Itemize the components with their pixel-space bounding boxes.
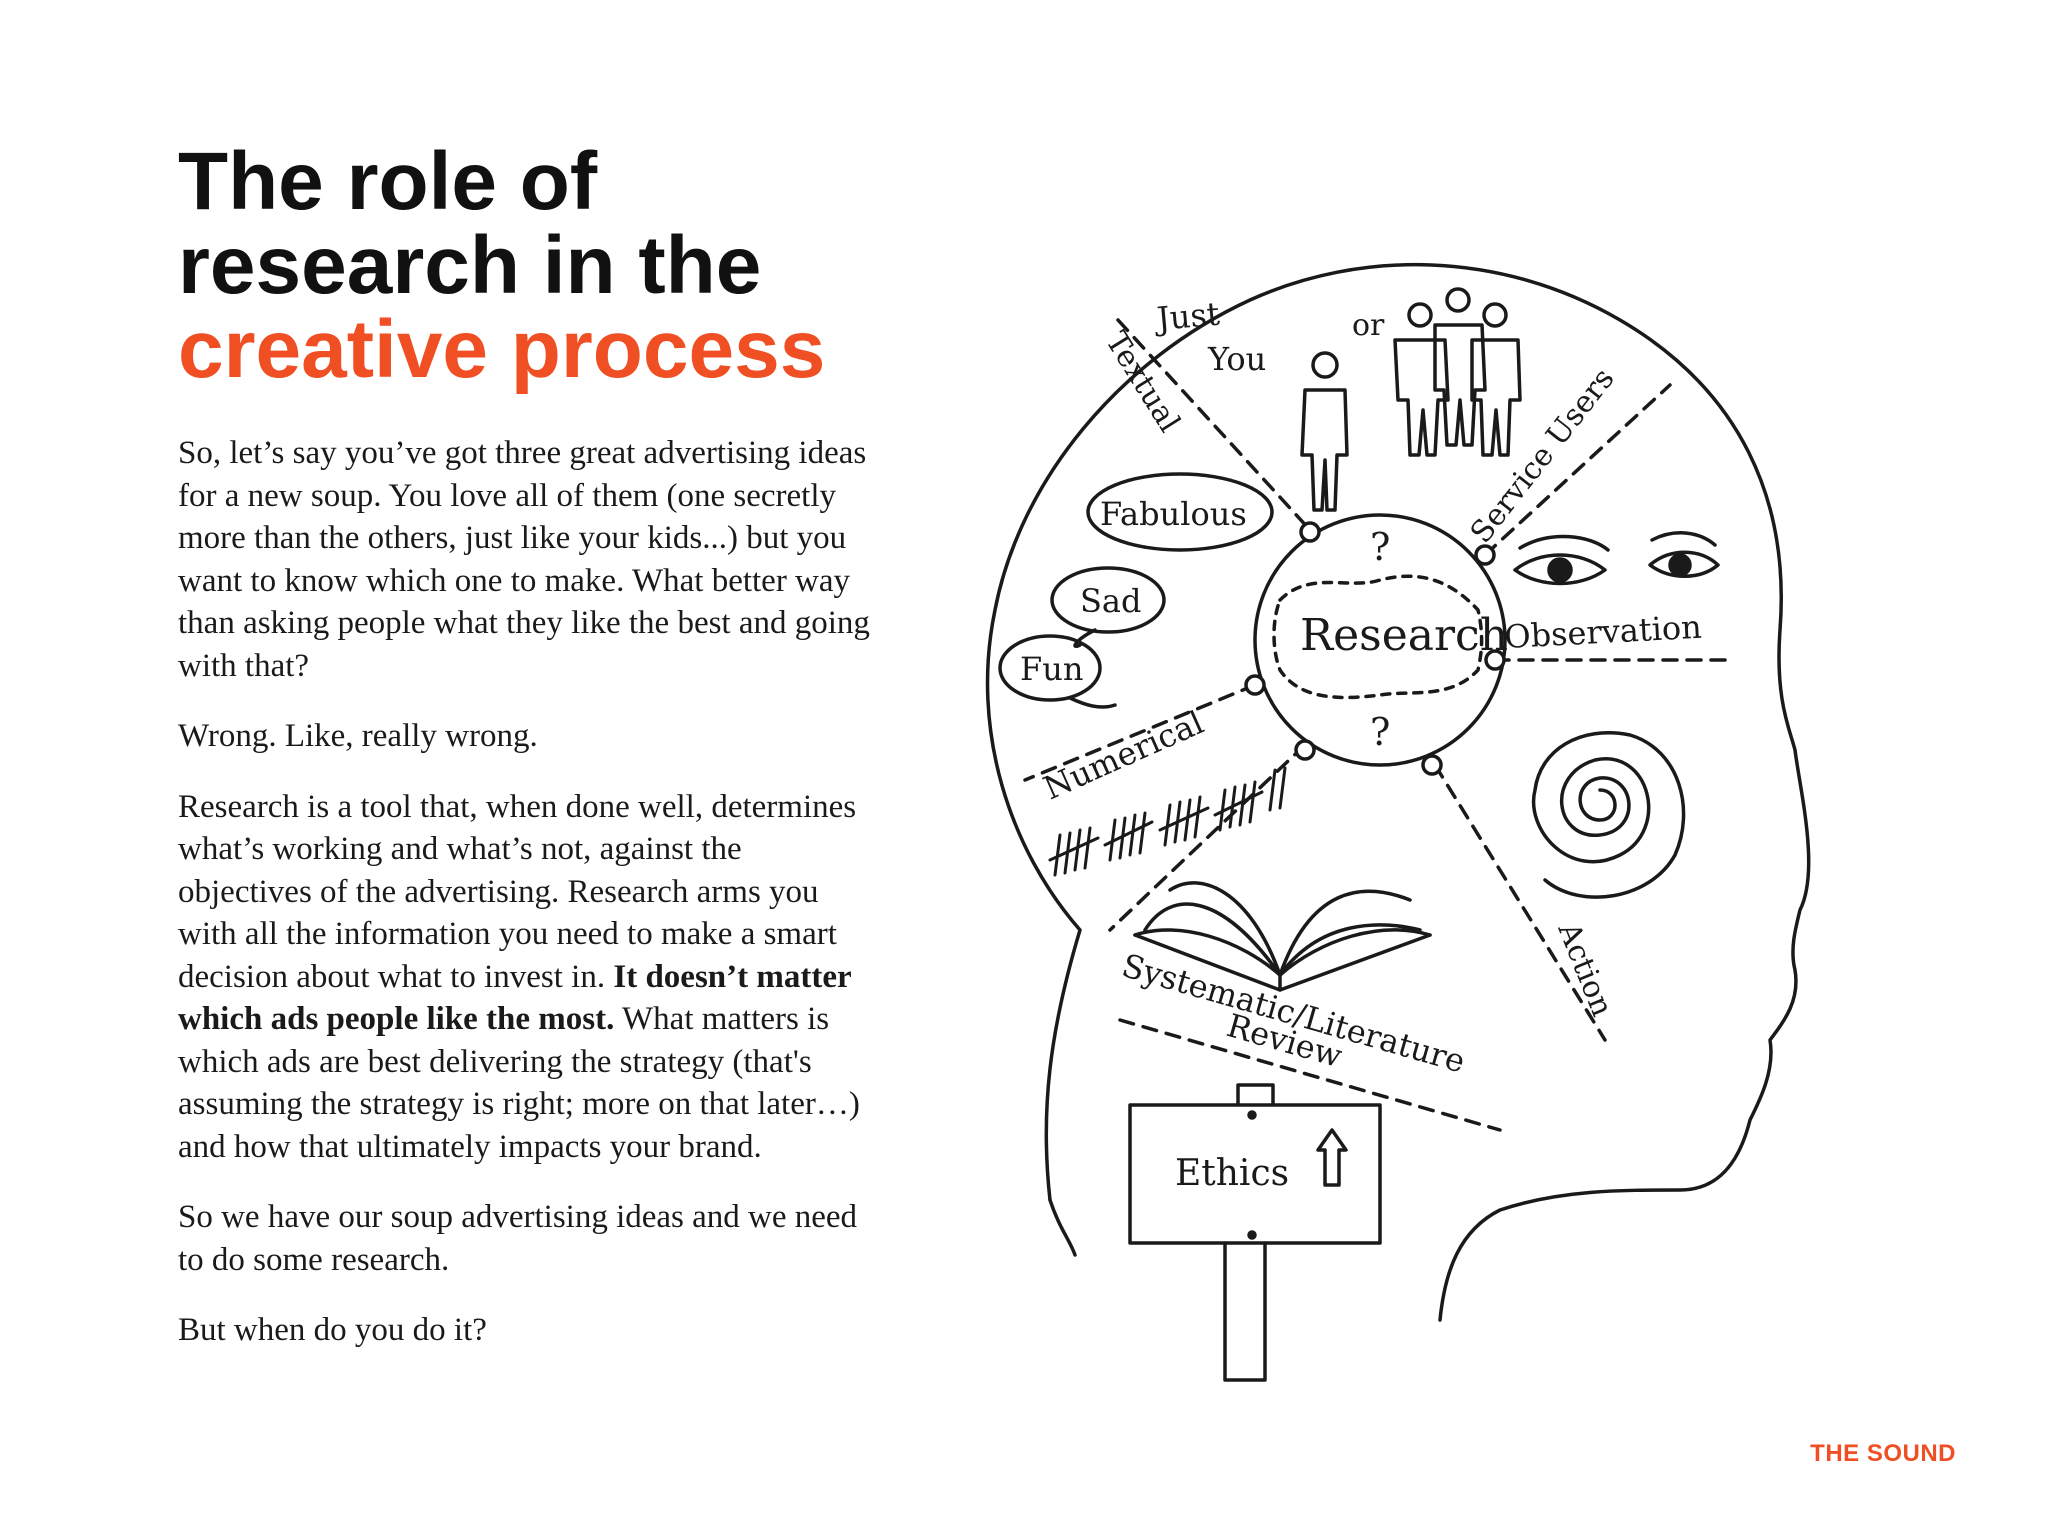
- head-illustration: Research ? ? Just You or Textual Service…: [985, 262, 1811, 1382]
- neck-line: [1048, 1198, 1077, 1257]
- ethics-label: Ethics: [1175, 1153, 1289, 1194]
- up-arrow-icon: [1316, 1128, 1348, 1187]
- book-icon: [1133, 881, 1432, 992]
- title-line-1: The role of: [178, 136, 598, 227]
- person-single-icon: [1300, 351, 1349, 512]
- title-line-2: research in the: [178, 220, 762, 311]
- just-label: Just: [1152, 295, 1221, 339]
- paragraph-3-end: What matters is which ads are best deliv…: [178, 1001, 860, 1165]
- question-mark-top: ?: [1370, 525, 1390, 569]
- spiral-icon: [1531, 731, 1686, 899]
- paragraph-4: So we have our soup advertising ideas an…: [178, 1199, 858, 1278]
- circle-nodes: [1244, 521, 1506, 776]
- research-cloud: [1272, 574, 1484, 700]
- brand-logo-text: THE SOUND: [1810, 1440, 1956, 1467]
- page-title: The role of research in the creative pro…: [178, 140, 938, 392]
- observation-label: Observation: [1503, 608, 1702, 656]
- head-outline: [985, 262, 1811, 1322]
- person-group-icon: [1393, 287, 1522, 457]
- paragraph-2: Wrong. Like, really wrong.: [178, 718, 538, 754]
- title-accent: creative process: [178, 304, 826, 395]
- paragraph-1: So, let’s say you’ve got three great adv…: [178, 435, 870, 684]
- fabulous-label: Fabulous: [1100, 495, 1247, 533]
- speech-bubbles: [998, 472, 1274, 709]
- sad-label: Sad: [1080, 582, 1141, 620]
- you-label: You: [1207, 340, 1266, 378]
- numerical-label: Numerical: [1038, 703, 1209, 807]
- tally-marks: [1048, 766, 1287, 877]
- eye-left-icon: [1513, 534, 1610, 586]
- section-dividers: [1023, 318, 1727, 1132]
- paragraph-3: Research is a tool that, when done well,…: [178, 786, 878, 1169]
- question-mark-bottom: ?: [1370, 710, 1390, 754]
- research-label: Research: [1300, 610, 1508, 661]
- paragraph-5: But when do you do it?: [178, 1312, 487, 1348]
- body-text: So, let’s say you’ve got three great adv…: [178, 432, 878, 1380]
- eye-right-icon: [1648, 531, 1720, 578]
- paragraph-3-start: Research is a tool that, when done well,…: [178, 788, 857, 995]
- or-label: or: [1352, 308, 1385, 343]
- ethics-sign: [1128, 1083, 1382, 1382]
- fun-label: Fun: [1020, 650, 1083, 688]
- paragraph-3-bold: It doesn’t matter which ads people like …: [178, 958, 852, 1038]
- research-circle: [1253, 513, 1507, 767]
